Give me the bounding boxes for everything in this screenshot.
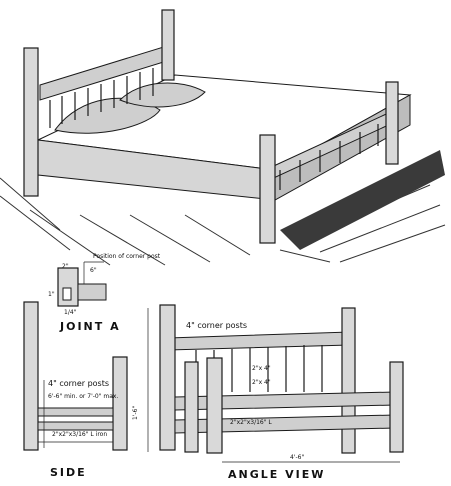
label-angle-corner-posts: 4" corner posts xyxy=(186,321,247,330)
label-side-rail-dim: 6'-6" min. or 7'-0" max. xyxy=(48,393,118,400)
angle-view xyxy=(147,304,404,463)
label-slat-dim-1: 2"x 4" xyxy=(252,365,271,372)
label-side-corner-posts: 4" corner posts xyxy=(48,379,109,388)
joint-dim-c: 1" xyxy=(48,291,55,298)
label-slat-dim-2: 2"x 4" xyxy=(252,379,271,386)
side-view xyxy=(23,301,128,451)
joint-dim-b: 6" xyxy=(90,267,97,274)
caption-side: SIDE xyxy=(50,466,87,479)
label-position-corner-post: Position of corner post xyxy=(93,253,161,260)
label-iron-dim: 2"x2"x3/16" L iron xyxy=(52,431,107,438)
label-width-dim: 4'-6" xyxy=(290,454,304,461)
bed-shadow xyxy=(280,150,445,250)
joint-dim-d: 1/4" xyxy=(64,309,77,316)
label-height-dim: 1'-6" xyxy=(132,406,139,420)
bed-perspective xyxy=(23,9,445,250)
caption-angle-view: ANGLE VIEW xyxy=(228,468,325,481)
joint-detail xyxy=(57,261,107,307)
floorboards xyxy=(0,177,446,266)
joint-dim-a: 2" xyxy=(62,263,69,270)
label-angle-iron-dim: 2"x2"x3/16" L xyxy=(230,419,272,426)
label-joint: JOINT A xyxy=(59,320,121,333)
